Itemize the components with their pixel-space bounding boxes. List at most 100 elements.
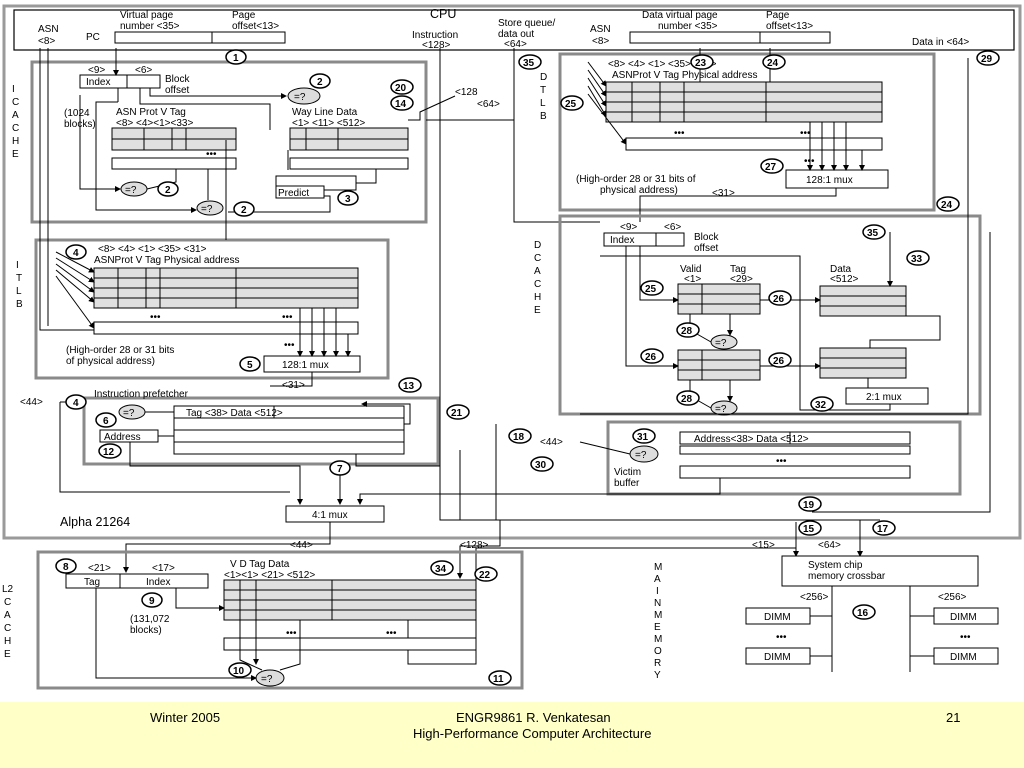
- data-virtual-page-number: number <35>: [658, 21, 718, 32]
- step-25b: 25: [640, 280, 664, 296]
- dcache-compare-1: =?: [710, 334, 738, 350]
- svg-text:21: 21: [451, 408, 463, 419]
- icache-column-bits: <8> <4><1><33>: [116, 118, 193, 129]
- svg-text:DIMM: DIMM: [950, 652, 977, 663]
- svg-text:25: 25: [645, 284, 657, 295]
- svg-text:35: 35: [523, 58, 535, 69]
- svg-text:35: 35: [867, 228, 879, 239]
- itlb-ellipsis-2: •••: [282, 312, 293, 323]
- data-address-register: [629, 31, 831, 44]
- l2cache-ellipsis-2: •••: [386, 628, 397, 639]
- prefetcher-tag-data: Tag <38> Data <512>: [186, 408, 283, 419]
- step-26a: 26: [768, 290, 792, 306]
- step-35a: 35: [518, 54, 542, 70]
- svg-text:34: 34: [435, 564, 447, 575]
- dtlb-out-width: <31>: [712, 188, 735, 199]
- svg-text:=?: =?: [125, 185, 137, 196]
- step-13: 13: [398, 377, 422, 393]
- dtlb-box: [558, 52, 936, 212]
- step-9: 9: [141, 592, 163, 608]
- itlb-ellipsis-3: •••: [284, 340, 295, 351]
- svg-text:9: 9: [149, 596, 155, 607]
- page-label: Page: [232, 10, 256, 21]
- bus-width-15: <15>: [752, 540, 775, 551]
- dcache-valid: Valid: [680, 264, 702, 275]
- data-page-label: Page: [766, 10, 790, 21]
- svg-text:28: 28: [681, 326, 693, 337]
- l2cache-ellipsis-1: •••: [286, 628, 297, 639]
- svg-text:=?: =?: [294, 92, 306, 103]
- svg-text:10: 10: [233, 666, 245, 677]
- dtlb-columns: ASNProt V Tag Physical address: [612, 70, 757, 81]
- svg-text:27: 27: [765, 162, 777, 173]
- slide-footer: Winter 2005 ENGR9861 R. Venkatesan High-…: [0, 702, 1024, 768]
- memory-wires: [810, 586, 934, 672]
- icache-compare-1: =?: [120, 181, 148, 197]
- dtlb-column-bits: <8> <4> <1> <35> <31>: [608, 59, 717, 70]
- virtual-page-label: Virtual page: [120, 10, 174, 21]
- dcache-valid-bits: <1>: [684, 274, 701, 285]
- step-22: 22: [474, 566, 498, 582]
- cpu-frame: [2, 4, 1022, 540]
- svg-text:2: 2: [241, 205, 247, 216]
- l2cache-column-bits: <1><1> <21> <512>: [224, 570, 315, 581]
- svg-text:5: 5: [247, 360, 253, 371]
- itlb-note-1: (High-order 28 or 31 bits: [66, 345, 174, 356]
- step-8: 8: [55, 558, 77, 574]
- l2cache-box: [36, 550, 524, 690]
- prefetcher-array: [173, 405, 405, 455]
- dtlb-array: [605, 81, 883, 151]
- victim-buffer-label-2: buffer: [614, 478, 640, 489]
- svg-text:22: 22: [479, 570, 491, 581]
- dtlb-note-1: (High-order 28 or 31 bits of: [576, 174, 696, 185]
- step-33: 33: [906, 250, 930, 266]
- dimm-right-ellipsis: •••: [960, 632, 971, 643]
- svg-text:1: 1: [233, 53, 239, 64]
- svg-text:29: 29: [981, 54, 993, 65]
- step-24a: 24: [762, 54, 786, 70]
- svg-text:4: 4: [73, 248, 79, 259]
- step-14: 14: [390, 95, 414, 111]
- main-memory-side-label: M A I N M E M O R Y: [654, 562, 665, 681]
- victim-buffer-box: [606, 420, 962, 496]
- page-offset: offset<13>: [232, 21, 279, 32]
- step-17: 17: [872, 520, 896, 536]
- icache-compare-2: =?: [196, 200, 224, 216]
- dimm-right-bottom: DIMM: [933, 647, 999, 665]
- dimm-left-top: DIMM: [745, 607, 811, 625]
- step-24b: 24: [936, 196, 960, 212]
- icache-tag-ellipsis: •••: [206, 149, 217, 160]
- dcache-offset-label: offset: [694, 243, 718, 254]
- icache-way-line-data: Way Line Data: [292, 107, 358, 118]
- dcache-index-label: Index: [610, 235, 634, 246]
- victim-buffer-width-44: <44>: [540, 437, 563, 448]
- dcache-way1-data-array: [819, 347, 907, 379]
- step-18: 18: [508, 428, 532, 444]
- step-26c: 26: [768, 352, 792, 368]
- svg-text:=?: =?: [715, 404, 727, 415]
- svg-text:26: 26: [773, 294, 785, 305]
- step-2b: 2: [157, 181, 179, 197]
- victim-buffer-array: [679, 431, 911, 479]
- l2cache-index-label: Index: [146, 577, 170, 588]
- instruction-bus-width: <128>: [422, 40, 451, 51]
- step-31: 31: [632, 428, 656, 444]
- l2cache-side-label: L2 C A C H E: [2, 584, 16, 660]
- dcache-compare-2: =?: [710, 400, 738, 416]
- footer-course-title: High-Performance Computer Architecture: [413, 726, 652, 741]
- dimm-left-bottom: DIMM: [745, 647, 811, 665]
- itlb-wires: [55, 140, 351, 387]
- step-6: 6: [95, 412, 117, 428]
- dtlb-side-label: D T L B: [540, 72, 550, 122]
- icache-index-bits: <9>: [88, 65, 105, 76]
- dcache-index-bits: <9>: [620, 222, 637, 233]
- processor-name: Alpha 21264: [60, 515, 130, 529]
- svg-text:14: 14: [395, 99, 407, 110]
- icache-predict-label-box: [275, 185, 325, 199]
- svg-text:16: 16: [857, 608, 869, 619]
- victim-buffer-label-1: Victim: [614, 467, 641, 478]
- svg-text:13: 13: [403, 381, 415, 392]
- icache-index-field: [79, 74, 161, 89]
- l2cache-tag-label: Tag: [84, 577, 100, 588]
